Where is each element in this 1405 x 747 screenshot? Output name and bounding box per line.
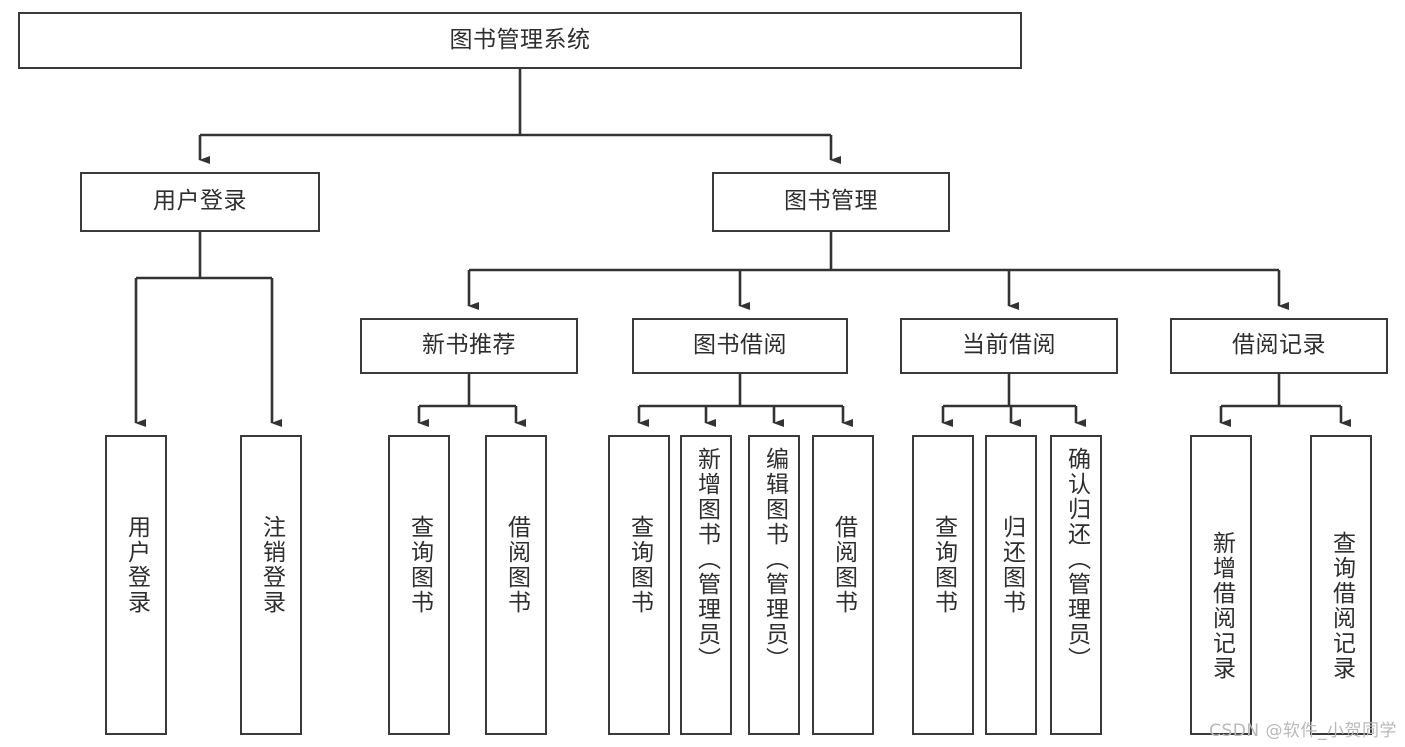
node-current-borrow[interactable]: 当前借阅 (900, 318, 1118, 374)
leaf-query-book-current[interactable]: 查询图书 (912, 435, 974, 735)
leaf-borrow-book-recommend[interactable]: 借阅图书 (485, 435, 547, 735)
node-current-borrow-label: 当前借阅 (962, 332, 1056, 359)
leaf-return-book-label: 归还图书 (998, 515, 1025, 615)
leaf-query-book-current-label: 查询图书 (930, 515, 957, 615)
leaf-confirm-return-admin-label: 确认归还（管理员） (1063, 447, 1090, 672)
node-book-management-label: 图书管理 (784, 188, 878, 215)
leaf-add-borrow-record[interactable]: 新增借阅记录 (1190, 435, 1252, 735)
node-user-login[interactable]: 用户登录 (80, 172, 320, 232)
node-book-management[interactable]: 图书管理 (712, 172, 950, 232)
leaf-query-borrow-record-label: 查询借阅记录 (1328, 531, 1355, 681)
leaf-query-borrow-record[interactable]: 查询借阅记录 (1310, 435, 1372, 735)
leaf-confirm-return-admin[interactable]: 确认归还（管理员） (1050, 435, 1102, 735)
node-user-login-label: 用户登录 (153, 188, 247, 215)
leaf-query-book-recommend[interactable]: 查询图书 (388, 435, 450, 735)
node-book-borrow[interactable]: 图书借阅 (632, 318, 848, 374)
node-borrow-record-label: 借阅记录 (1232, 332, 1326, 359)
leaf-query-book-recommend-label: 查询图书 (406, 515, 433, 615)
leaf-logout-label: 注销登录 (258, 515, 285, 615)
leaf-borrow-book[interactable]: 借阅图书 (812, 435, 874, 735)
leaf-return-book[interactable]: 归还图书 (985, 435, 1037, 735)
leaf-borrow-book-label: 借阅图书 (830, 515, 857, 615)
node-new-book-recommend-label: 新书推荐 (422, 332, 516, 359)
leaf-edit-book-admin[interactable]: 编辑图书（管理员） (748, 435, 800, 735)
leaf-add-book-admin[interactable]: 新增图书（管理员） (680, 435, 732, 735)
leaf-add-book-admin-label: 新增图书（管理员） (693, 447, 720, 672)
node-root-label: 图书管理系统 (449, 26, 591, 53)
node-new-book-recommend[interactable]: 新书推荐 (360, 318, 578, 374)
watermark: CSDN @软件_小贺同学 (1209, 721, 1397, 741)
leaf-borrow-book-recommend-label: 借阅图书 (503, 515, 530, 615)
node-borrow-record[interactable]: 借阅记录 (1170, 318, 1388, 374)
leaf-query-book-borrow-label: 查询图书 (626, 515, 653, 615)
leaf-query-book-borrow[interactable]: 查询图书 (608, 435, 670, 735)
node-root[interactable]: 图书管理系统 (18, 12, 1022, 69)
leaf-add-borrow-record-label: 新增借阅记录 (1208, 531, 1235, 681)
leaf-user-login[interactable]: 用户登录 (105, 435, 167, 735)
leaf-user-login-label: 用户登录 (123, 515, 150, 615)
leaf-logout[interactable]: 注销登录 (240, 435, 302, 735)
node-book-borrow-label: 图书借阅 (693, 332, 787, 359)
leaf-edit-book-admin-label: 编辑图书（管理员） (761, 447, 788, 672)
